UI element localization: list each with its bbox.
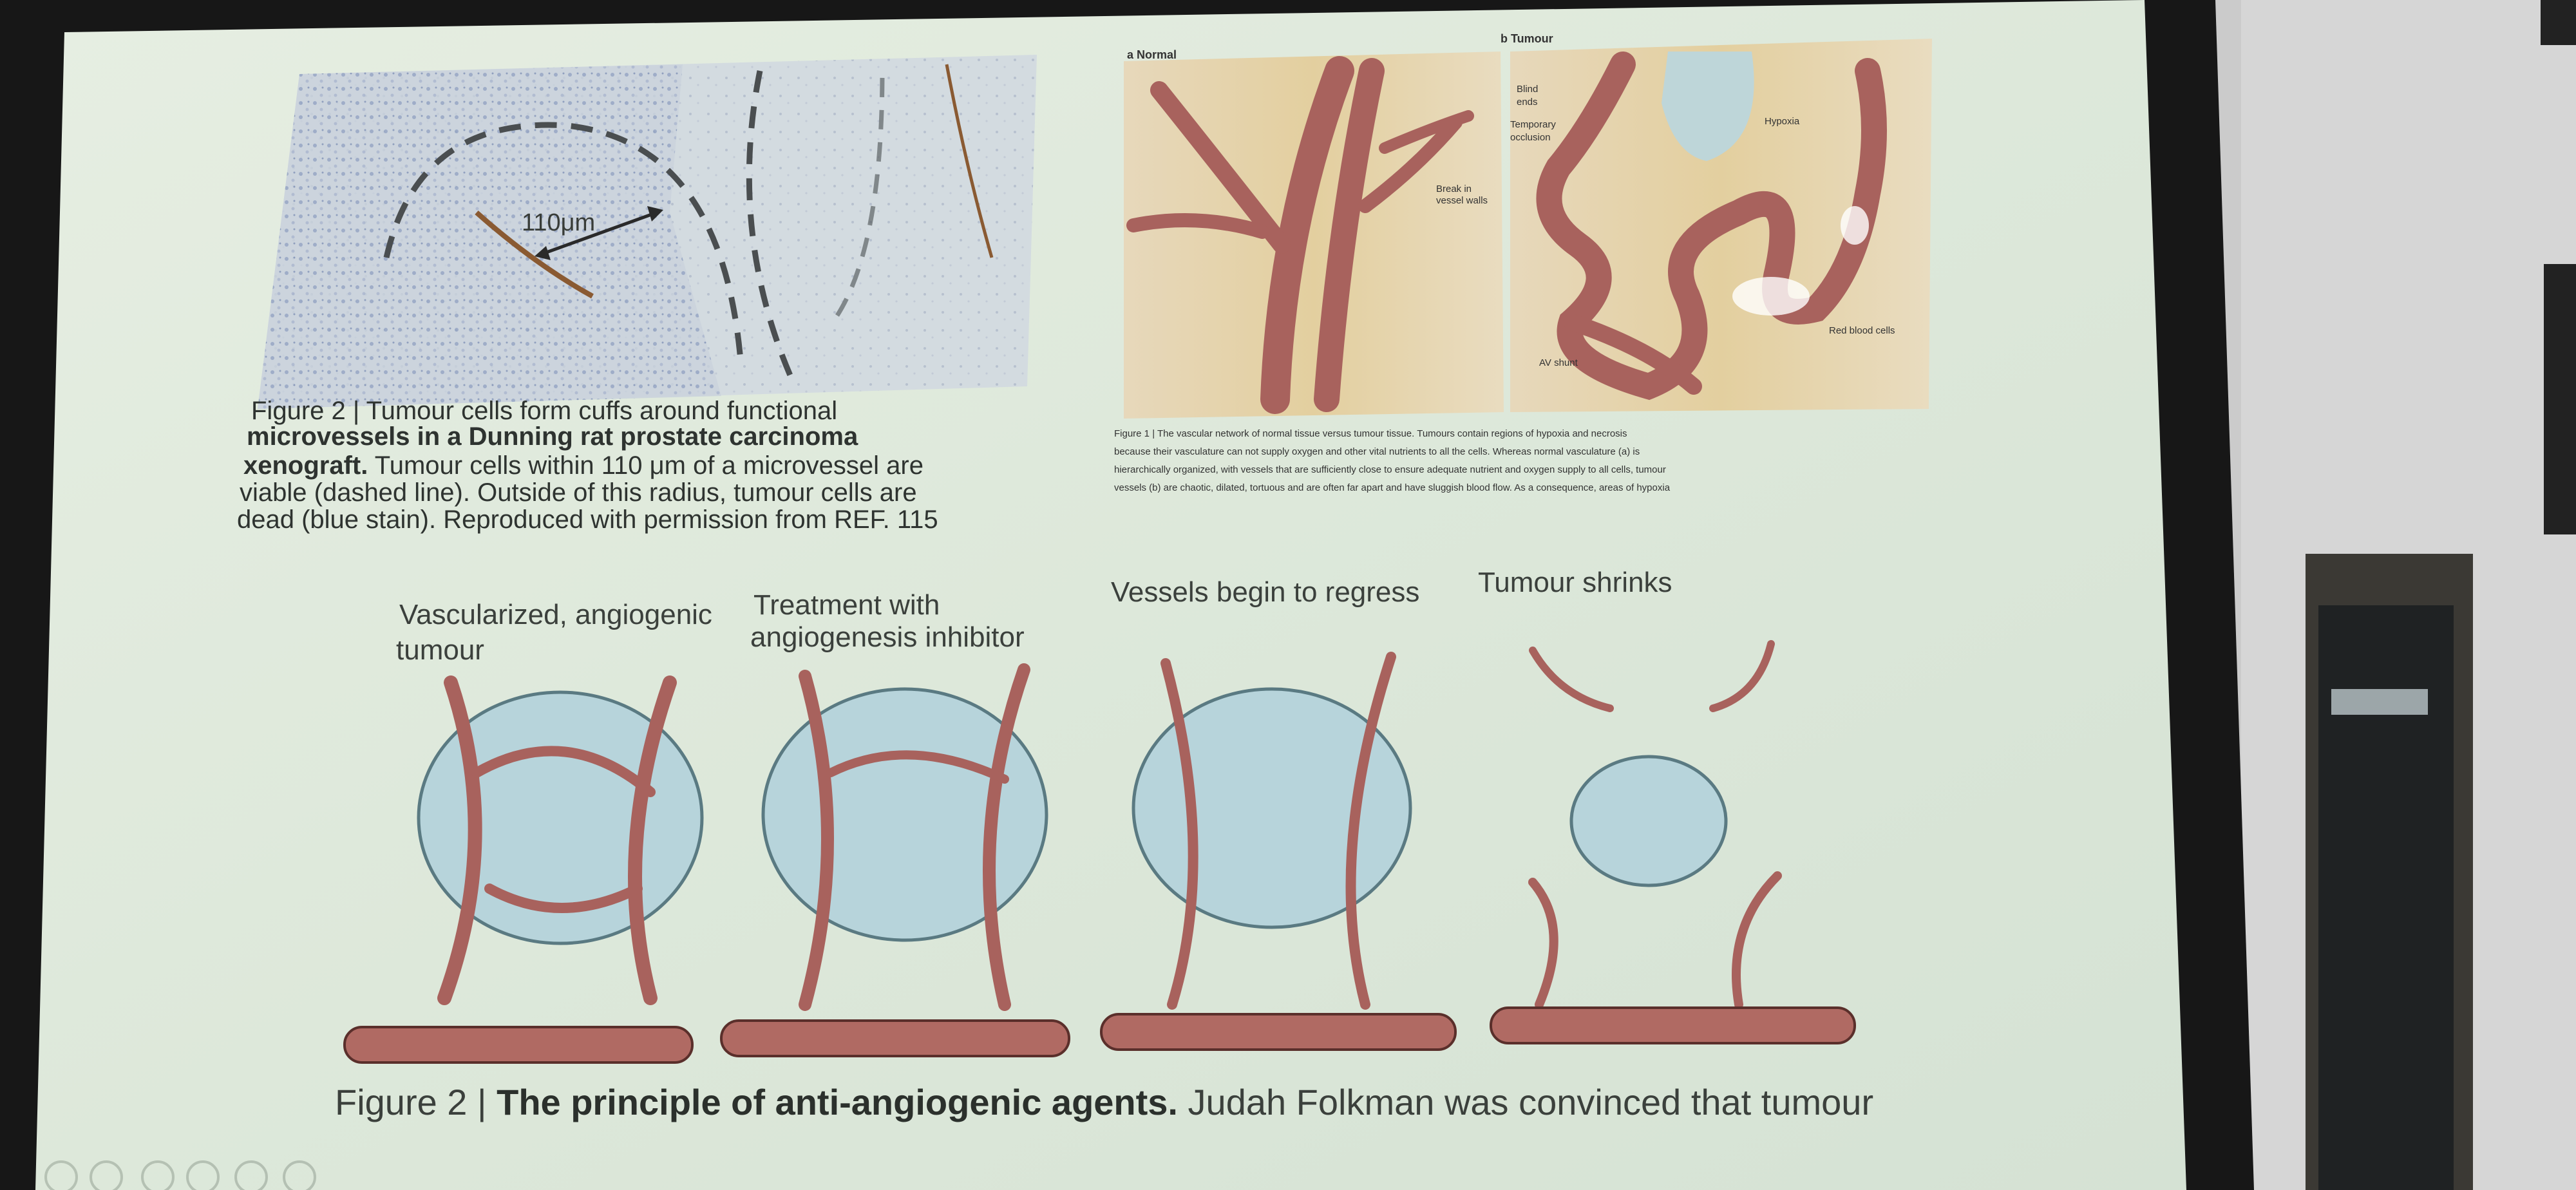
micrograph-image: [258, 55, 1037, 409]
label-occlusion: occlusion: [1510, 132, 1551, 143]
caption-line-3-text: Tumour cells within 110 μm of a microves…: [368, 451, 923, 480]
label-ends: ends: [1517, 97, 1538, 108]
caption-line-1: Figure 2 | Tumour cells form cuffs aroun…: [251, 396, 837, 426]
stage-1-title-line-1: Vascularized, angiogenic: [399, 599, 712, 630]
panel-a-label: a Normal: [1127, 48, 1177, 61]
caption-line-2: microvessels in a Dunning rat prostate c…: [247, 422, 858, 451]
label-rbc: Red blood cells: [1829, 325, 1895, 336]
caption-line-3: xenograft. Tumour cells within 110 μm of…: [243, 451, 923, 480]
label-av-shunt: AV shunt: [1539, 357, 1578, 368]
panel-b-label: b Tumour: [1501, 32, 1553, 45]
fig1-caption-line-1: Figure 1 | The vascular network of norma…: [1114, 428, 1627, 439]
fig2-caption-rest: Judah Folkman was convinced that tumour: [1177, 1082, 1874, 1122]
fig1-caption-line-3: hierarchically organized, with vessels t…: [1114, 464, 1666, 475]
stage-illustrations: [343, 640, 1856, 1064]
normal-vasculature-panel: [1124, 52, 1504, 419]
caption-line-1-text: Figure 2 | Tumour cells form cuffs aroun…: [251, 397, 838, 425]
stage-2-title-line-2: angiogenesis inhibitor: [750, 621, 1025, 653]
label-break: Break in: [1436, 184, 1472, 194]
label-temporary: Temporary: [1510, 119, 1556, 130]
slideshow-toolbar: [44, 1160, 316, 1190]
stage-4-title: Tumour shrinks: [1478, 567, 1672, 598]
fig2-caption-bold: The principle of anti-angiogenic agents.: [497, 1082, 1178, 1122]
caption-line-5: dead (blue stain). Reproduced with permi…: [237, 505, 938, 534]
tumour-vasculature-panel: [1510, 39, 1932, 412]
stage-2-title-line-1: Treatment with: [753, 589, 940, 621]
fig1-caption-line-2: because their vasculature can not supply…: [1114, 446, 1640, 457]
label-blind: Blind: [1517, 84, 1539, 95]
fig1-caption-line-4: vessels (b) are chaotic, dilated, tortuo…: [1114, 482, 1671, 493]
stage-1-title-line-2: tumour: [396, 634, 484, 666]
label-hypoxia: Hypoxia: [1765, 116, 1800, 127]
stage-3-title: Vessels begin to regress: [1111, 576, 1420, 608]
caption-line-3-bold: xenograft.: [243, 451, 368, 480]
fig2-caption-prefix: Figure 2 |: [335, 1082, 497, 1122]
label-vessel-walls: vessel walls: [1436, 195, 1488, 206]
fig2-principle-caption: Figure 2 | The principle of anti-angioge…: [335, 1082, 1873, 1123]
scale-label: 110μm: [522, 209, 596, 236]
caption-line-4: viable (dashed line). Outside of this ra…: [240, 478, 917, 507]
